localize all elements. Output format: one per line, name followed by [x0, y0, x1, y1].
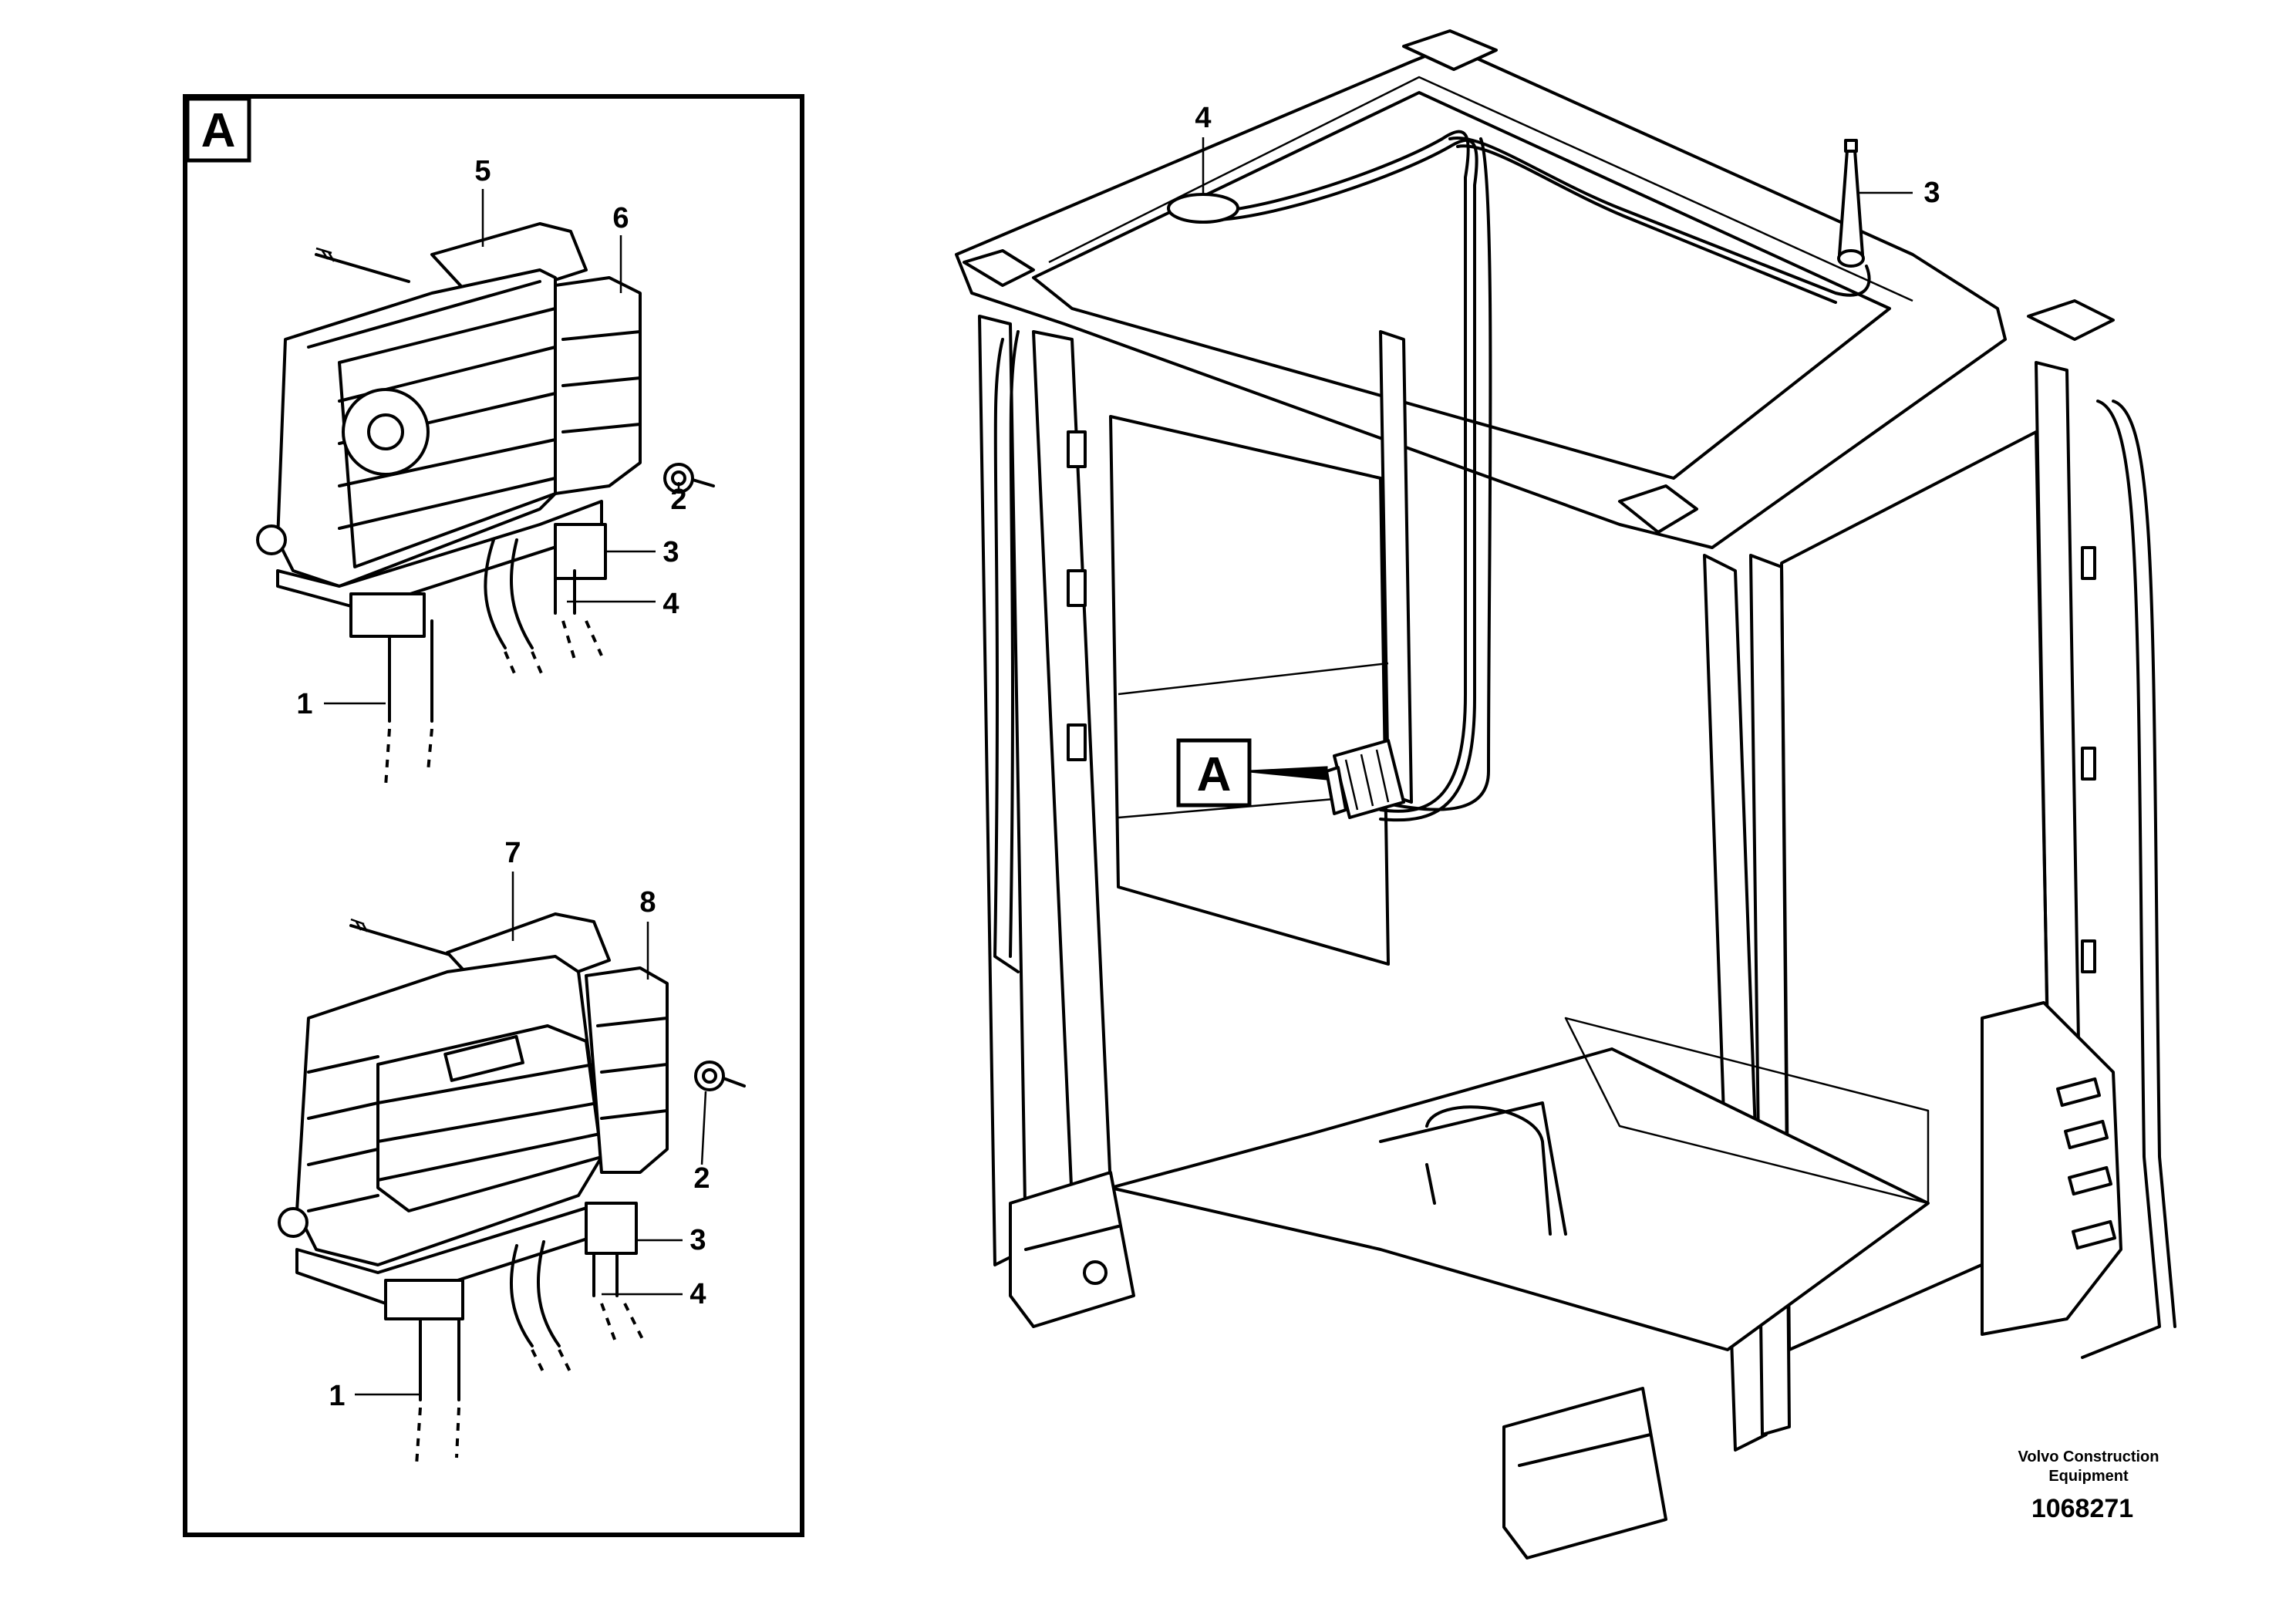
lower-unit-callouts: 7 8 2 3 4 1 [329, 837, 710, 1412]
wiring-harness [1167, 130, 1871, 822]
upper-unit-callouts: 5 6 2 3 4 1 [296, 155, 686, 720]
callout-4: 4 [689, 1278, 706, 1310]
detail-marker-a: A [1197, 748, 1232, 801]
upper-control-unit [256, 222, 715, 787]
document-number: 1068271 [2031, 1494, 2133, 1523]
company-name-line2: Equipment [2048, 1468, 2129, 1485]
detail-view-label: A [201, 104, 236, 157]
callout-1: 1 [329, 1380, 345, 1412]
callout-2: 2 [693, 1162, 710, 1195]
cab-frame [955, 29, 2176, 1560]
callout-3-antenna: 3 [1923, 177, 1940, 209]
lower-control-unit [278, 912, 746, 1466]
footer: Volvo Construction Equipment 1068271 [2018, 1448, 2159, 1523]
callout-3: 3 [663, 536, 679, 568]
callout-4: 4 [663, 588, 679, 620]
callout-7: 7 [504, 837, 521, 869]
callout-4-roof: 4 [1195, 102, 1211, 134]
callout-6: 6 [612, 202, 629, 234]
company-name-line1: Volvo Construction [2018, 1448, 2159, 1465]
callout-1: 1 [296, 688, 312, 720]
callout-8: 8 [639, 886, 656, 919]
callout-3: 3 [689, 1224, 706, 1256]
callout-2: 2 [670, 484, 686, 516]
main-view-callouts: 4 3 A [1176, 102, 1940, 808]
callout-5: 5 [474, 155, 491, 187]
